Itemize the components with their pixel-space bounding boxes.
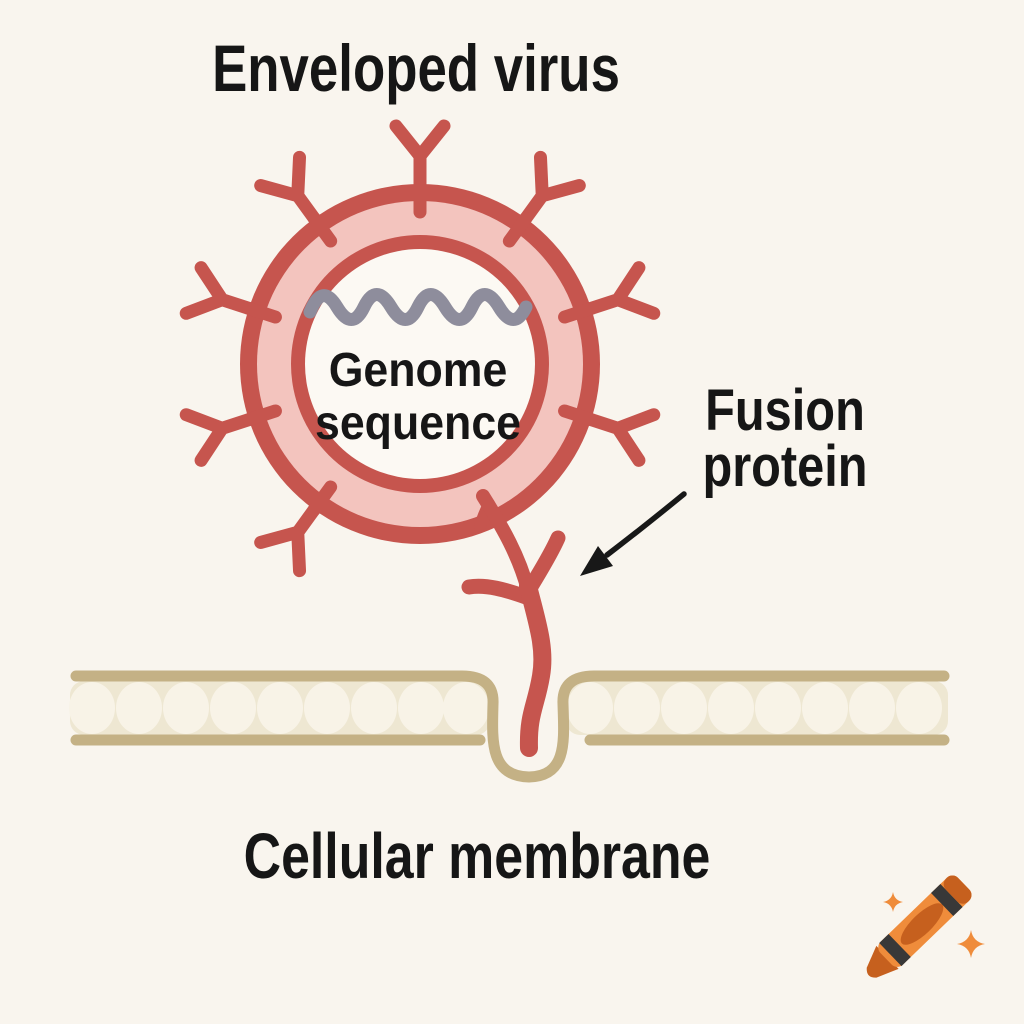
- virus-spike-stem: [307, 211, 338, 248]
- crayon-stripe: [931, 884, 963, 917]
- crayon-stripe: [879, 934, 911, 967]
- virus-spike-stem: [558, 404, 598, 427]
- membrane-lipid-blobs-left: [69, 682, 489, 734]
- arrow-head: [580, 546, 613, 576]
- sparkle-icon: [883, 892, 903, 912]
- genome-label-line1: Genome: [328, 344, 508, 397]
- virus-spike-stem: [242, 301, 282, 324]
- genome-squiggle: [303, 288, 533, 326]
- virus-spike-stem: [502, 211, 533, 248]
- cellular-membrane: [69, 670, 950, 783]
- fusion-label-line2: protein: [702, 434, 868, 499]
- crayon-label-ellipse: [900, 903, 944, 945]
- crayon-end-cap: [943, 875, 972, 904]
- fusion-label-line1: Fusion: [705, 378, 865, 443]
- virus-spike-stem: [307, 480, 338, 517]
- annotation-arrow: [580, 491, 687, 576]
- arrow-shaft: [604, 491, 687, 558]
- crayon-tip: [866, 945, 899, 978]
- cellular-membrane-label: Cellular membrane: [243, 820, 711, 892]
- title-enveloped-virus: Enveloped virus: [212, 31, 620, 105]
- virus-spike-stem: [558, 301, 598, 324]
- fusion-protein: [461, 489, 566, 757]
- virus-particle: [179, 119, 661, 578]
- genome-sequence-label: Genome sequence: [315, 344, 521, 450]
- genome-label-line2: sequence: [315, 397, 521, 450]
- membrane-top-line-and-dip: [70, 670, 950, 783]
- sparkle-icon: [957, 930, 985, 958]
- fusion-protein-label: Fusion protein: [702, 378, 868, 499]
- crayon-icon: [866, 875, 972, 978]
- virus-spike-stem: [242, 404, 282, 427]
- membrane-lipid-blobs-right: [567, 682, 942, 734]
